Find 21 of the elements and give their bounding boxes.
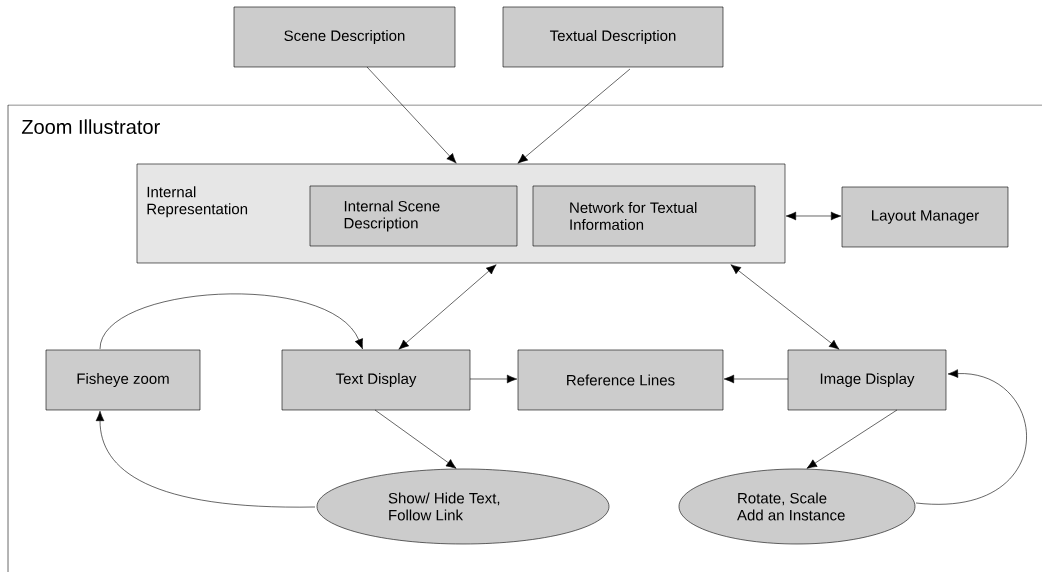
process-box: Layout Manager <box>841 186 1009 248</box>
arrow <box>99 293 363 350</box>
process-box: Text Display <box>281 349 471 411</box>
arrow <box>785 211 842 221</box>
arrow <box>517 68 631 164</box>
arrow <box>915 369 1027 505</box>
process-box: Textual Description <box>502 6 724 68</box>
process-box: Scene Description <box>233 6 456 68</box>
arrow <box>469 374 518 384</box>
arrow <box>730 264 840 350</box>
arrow <box>95 410 316 508</box>
process-box: Network for Textual Information <box>532 185 756 247</box>
process-box: Reference Lines <box>517 349 724 411</box>
process-box: Fisheye zoom <box>45 349 201 411</box>
process-box: Internal Scene Description <box>309 185 518 247</box>
arrow <box>806 409 898 469</box>
arrow <box>366 66 457 164</box>
arrow <box>374 409 457 469</box>
process-box: Image Display <box>787 349 947 411</box>
arrow <box>398 264 497 350</box>
arrow <box>723 374 789 384</box>
